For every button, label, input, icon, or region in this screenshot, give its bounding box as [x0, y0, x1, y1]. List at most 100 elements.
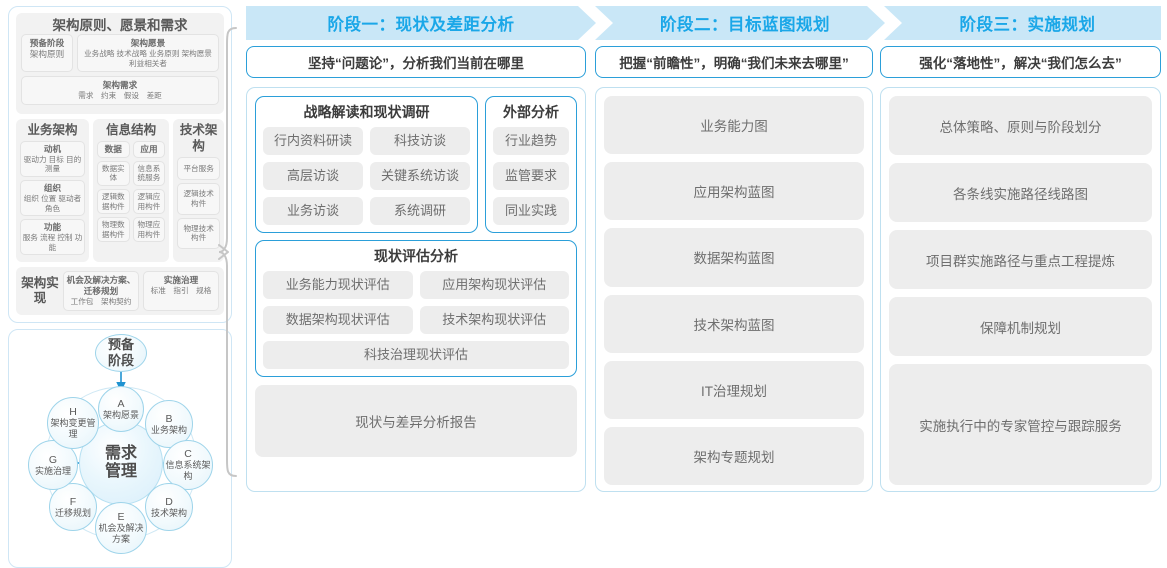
- assessment-row-1: 业务能力现状评估 应用架构现状评估: [263, 271, 569, 299]
- gap-analysis-report-chip[interactable]: 现状与差异分析报告: [255, 385, 577, 457]
- adm-node-h-label: 架构变更管理: [50, 418, 96, 439]
- chip-expert-tracking-service[interactable]: 实施执行中的专家管控与跟踪服务: [889, 364, 1152, 486]
- adm-cycle-panel: 预备 阶段 需求 管理 A 架构愿景 B 业务架构 C 信息系统架构 D 技术架: [8, 328, 232, 568]
- architecture-vision-items: 业务战略 技术战略 业务原则 架构愿景 利益相关者: [84, 49, 212, 68]
- current-state-assessment-card: 现状评估分析 业务能力现状评估 应用架构现状评估 数据架构现状评估 技术架构现状…: [255, 240, 577, 377]
- chip-application-arch-blueprint[interactable]: 应用架构蓝图: [604, 162, 864, 221]
- left-column: 架构原则、愿景和需求 预备阶段 架构原则 架构愿景 业务战略 技术战略 业务原则…: [8, 6, 232, 568]
- chip-it-governance-assessment[interactable]: 科技治理现状评估: [263, 341, 569, 369]
- chip-key-system-interview[interactable]: 关键系统访谈: [370, 162, 470, 190]
- togaf-title: 架构原则、愿景和需求: [52, 18, 188, 33]
- architecture-requirements-items: 需求 约束 假设 差距: [78, 91, 162, 101]
- chip-industry-trend[interactable]: 行业趋势: [493, 127, 569, 155]
- information-structure-split: 数据 数据实体 逻辑数据构件 物理数据构件 应用 信息系统服务 逻辑应用构件 物…: [96, 140, 166, 246]
- phase-3-arrow[interactable]: 阶段三：实施规划: [884, 6, 1161, 40]
- adm-node-d-label: 技术架构: [150, 507, 187, 518]
- logical-technology-component-cell: 逻辑技术构件: [177, 183, 220, 215]
- adm-node-d[interactable]: D 技术架构: [145, 482, 193, 531]
- chip-regulatory-requirement[interactable]: 监管要求: [493, 162, 569, 190]
- chip-internal-materials[interactable]: 行内资料研读: [263, 127, 363, 155]
- strategy-row-1: 行内资料研读 科技访谈: [263, 127, 470, 155]
- chip-tech-arch-assessment[interactable]: 技术架构现状评估: [419, 306, 569, 334]
- architecture-vision-cell: 架构愿景 业务战略 技术战略 业务原则 架构愿景 利益相关者: [77, 34, 219, 73]
- phase-3-header-text: 阶段三：实施规划: [959, 16, 1096, 34]
- organization-cell: 组织 组织 位置 驱动者 角色: [20, 179, 85, 217]
- motivation-cell: 动机 驱动力 目标 目的 测量: [20, 140, 85, 177]
- adm-node-prep-line2: 阶段: [107, 352, 134, 368]
- adm-center-line2: 管理: [104, 462, 137, 480]
- phase-2-arrow[interactable]: 阶段二：目标蓝图规划: [595, 6, 885, 40]
- architecture-realization-row: 架构实现 机会及解决方案、迁移规划 工作包 架构契约 实施治理 标准 指引 规格: [16, 267, 224, 315]
- current-state-assessment-title: 现状评估分析: [374, 248, 458, 264]
- chip-data-arch-blueprint[interactable]: 数据架构蓝图: [604, 228, 864, 287]
- phase-1-arrow[interactable]: 阶段一：现状及差距分析: [246, 6, 596, 40]
- data-stack: 数据 数据实体 逻辑数据构件 物理数据构件: [96, 140, 130, 246]
- adm-node-a-label: 架构愿景: [102, 409, 139, 420]
- chip-line-roadmap[interactable]: 各条线实施路径线路图: [889, 163, 1152, 223]
- adm-node-h[interactable]: H 架构变更管理: [47, 396, 99, 449]
- phases-area: 阶段一：现状及差距分析 阶段二：目标蓝图规划 阶段三：实施规划 坚持“问题论”，…: [246, 6, 1161, 492]
- chip-peer-practice[interactable]: 同业实践: [493, 197, 569, 225]
- adm-node-h-key: H: [69, 406, 77, 419]
- organization-title: 组织: [43, 182, 62, 193]
- adm-node-f[interactable]: F 迁移规划: [49, 482, 97, 531]
- architecture-domains-row: 业务架构 动机 驱动力 目标 目的 测量 组织 组织 位置 驱动者 角色 功能: [16, 118, 224, 263]
- external-analysis-card: 外部分析 行业趋势 监管要求 同业实践: [485, 96, 577, 233]
- chip-business-capability-assessment[interactable]: 业务能力现状评估: [263, 271, 413, 299]
- architecture-requirements-title: 架构需求: [102, 80, 138, 91]
- information-system-service-cell: 信息系统服务: [132, 160, 166, 186]
- application-stack: 应用 信息系统服务 逻辑应用构件 物理应用构件: [132, 140, 166, 246]
- adm-node-a[interactable]: A 架构愿景: [98, 385, 144, 432]
- phase-3-column: 总体策略、原则与阶段划分 各条线实施路径线路图 项目群实施路径与重点工程提炼 保…: [880, 87, 1161, 492]
- chip-it-governance-plan[interactable]: IT治理规划: [604, 360, 864, 419]
- architecture-vision-title: 架构愿景: [130, 38, 166, 48]
- phase-3-subtitle: 强化“落地性”，解决“我们怎么去”: [880, 46, 1161, 78]
- strategy-research-card: 战略解读和现状调研 行内资料研读 科技访谈 高层访谈 关键系统访谈 业务访谈 系…: [255, 96, 478, 233]
- adm-node-g-key: G: [48, 453, 58, 466]
- function-cell: 功能 服务 流程 控制 功能: [20, 219, 85, 256]
- chip-overall-strategy[interactable]: 总体策略、原则与阶段划分: [889, 96, 1152, 156]
- architecture-realization-label-text: 架构实现: [21, 276, 59, 306]
- phase-1-subtitle: 坚持“问题论”，分析我们当前在哪里: [246, 46, 586, 78]
- diagram-canvas: 架构原则、愿景和需求 预备阶段 架构原则 架构愿景 业务战略 技术战略 业务原则…: [8, 6, 1161, 568]
- phase-subtitle-row: 坚持“问题论”，分析我们当前在哪里 把握“前瞻性”，明确“我们未来去哪里” 强化…: [246, 46, 1161, 80]
- physical-application-component-cell: 物理应用构件: [132, 217, 166, 243]
- phase-2-subtitle: 把握“前瞻性”，明确“我们未来去哪里”: [595, 46, 873, 78]
- chip-data-arch-assessment[interactable]: 数据架构现状评估: [263, 306, 413, 334]
- chip-program-roadmap[interactable]: 项目群实施路径与重点工程提炼: [889, 230, 1152, 290]
- adm-node-e-key: E: [117, 511, 125, 524]
- external-analysis-title: 外部分析: [503, 104, 559, 120]
- chip-tech-interview[interactable]: 科技访谈: [370, 127, 470, 155]
- information-structure-column: 信息结构 数据 数据实体 逻辑数据构件 物理数据构件 应用 信息系统服务 逻辑应…: [92, 118, 170, 263]
- chip-system-survey[interactable]: 系统调研: [370, 197, 470, 225]
- implementation-governance-title: 实施治理: [163, 275, 199, 286]
- chip-tech-arch-blueprint[interactable]: 技术架构蓝图: [604, 294, 864, 353]
- technology-architecture-stack: 平台服务 逻辑技术构件 物理技术构件: [177, 156, 220, 249]
- chip-business-interview[interactable]: 业务访谈: [263, 197, 363, 225]
- information-structure-head: 信息结构: [106, 122, 157, 137]
- function-title: 功能: [43, 222, 62, 233]
- motivation-items: 驱动力 目标 目的 测量: [23, 154, 82, 174]
- adm-node-c[interactable]: C 信息系统架构: [163, 439, 213, 490]
- adm-node-e[interactable]: E 机会及解决方案: [95, 501, 147, 554]
- business-architecture-column: 业务架构 动机 驱动力 目标 目的 测量 组织 组织 位置 驱动者 角色 功能: [16, 118, 89, 263]
- phase-columns: 战略解读和现状调研 行内资料研读 科技访谈 高层访谈 关键系统访谈 业务访谈 系…: [246, 87, 1161, 492]
- vision-row: 预备阶段 架构原则 架构愿景 业务战略 技术战略 业务原则 架构愿景 利益相关者: [21, 34, 219, 73]
- chip-architecture-topic-plan[interactable]: 架构专题规划: [604, 426, 864, 486]
- chip-application-arch-assessment[interactable]: 应用架构现状评估: [419, 271, 569, 299]
- chip-executive-interview[interactable]: 高层访谈: [263, 162, 363, 190]
- platform-service-cell: 平台服务: [177, 156, 220, 181]
- implementation-governance-items: 标准 指引 规格: [150, 286, 212, 296]
- adm-node-b-key: B: [165, 412, 173, 425]
- strategy-row-3: 业务访谈 系统调研: [263, 197, 470, 225]
- adm-node-f-label: 迁移规划: [54, 507, 91, 518]
- physical-technology-component-cell: 物理技术构件: [177, 217, 220, 249]
- adm-node-prep[interactable]: 预备 阶段: [95, 333, 147, 372]
- chip-assurance-mechanism[interactable]: 保障机制规划: [889, 297, 1152, 357]
- chip-business-capability-map[interactable]: 业务能力图: [604, 96, 864, 155]
- adm-center-line1: 需求: [104, 444, 137, 462]
- physical-data-component-cell: 物理数据构件: [96, 217, 130, 243]
- prelim-phase-line1: 预备阶段: [29, 38, 65, 48]
- data-cell: 数据: [96, 140, 130, 158]
- adm-node-f-key: F: [69, 495, 77, 508]
